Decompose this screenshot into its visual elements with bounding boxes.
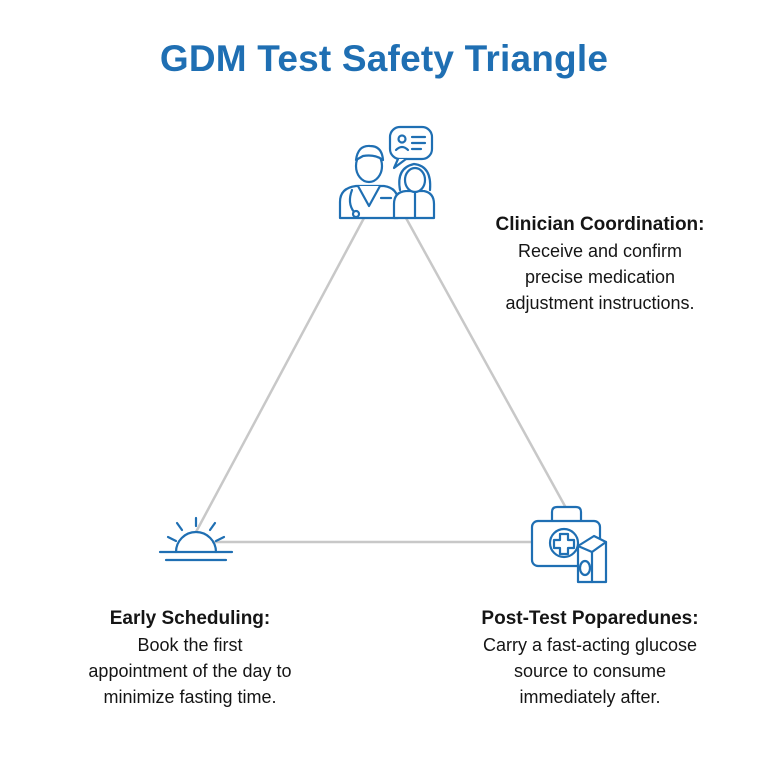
node-text-line: precise medication <box>524 267 676 287</box>
node-text-line: adjustment instructions. <box>505 293 695 313</box>
clinician-and-patient-icon <box>338 125 436 220</box>
node-early-scheduling: Early Scheduling: Book the first appoint… <box>60 606 320 710</box>
node-heading: Clinician Coordination: <box>495 214 705 235</box>
edge-top-right <box>404 217 568 509</box>
node-text-line: immediately after. <box>519 687 661 707</box>
node-text-line: appointment of the day to <box>88 661 292 681</box>
node-post-test-procedures: Post-Test Poparedunes: Carry a fast-acti… <box>440 606 740 710</box>
node-text-line: Receive and confirm <box>517 241 683 261</box>
medical-kit-and-juice-icon <box>530 505 608 584</box>
node-text-line: source to consume <box>513 661 667 681</box>
node-heading: Post-Test Poparedunes: <box>481 608 699 629</box>
node-heading: Early Scheduling: <box>109 608 271 629</box>
node-clinician-coordination: Clinician Coordination: Receive and conf… <box>470 212 730 316</box>
edge-top-left <box>194 217 366 533</box>
node-text-line: Carry a fast-acting glucose <box>482 635 698 655</box>
diagram-title: GDM Test Safety Triangle <box>159 38 609 79</box>
sunrise-icon <box>158 516 234 562</box>
node-text-line: minimize fasting time. <box>103 687 277 707</box>
node-text-line: Book the first <box>137 635 243 655</box>
